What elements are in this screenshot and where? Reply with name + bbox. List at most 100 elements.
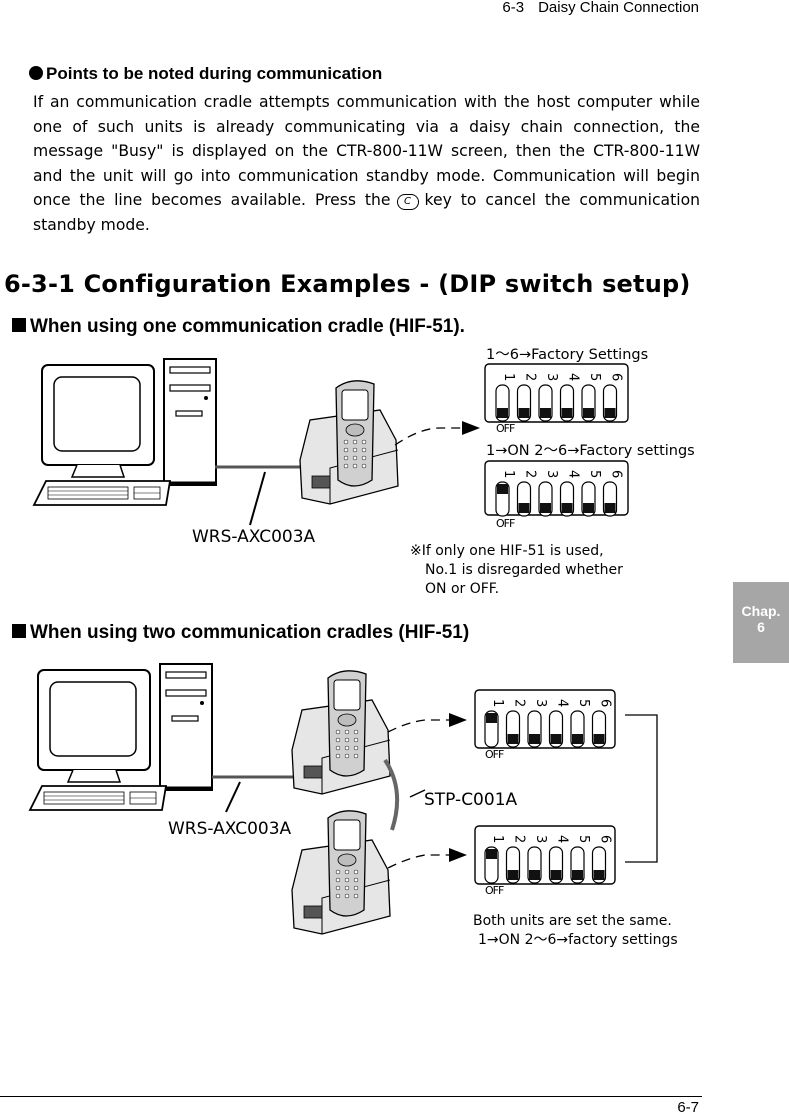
dip-switch-lever [486,849,497,859]
dip-switch-number: 4 [555,835,570,843]
fig1-cradle-icon [299,380,399,505]
fig1-note-line2: No.1 is disregarded whether [425,562,623,578]
dip-switch-number: 2 [512,699,527,707]
dip-switch-lever [572,870,583,880]
host-computer-icon [32,357,218,507]
dip-off-label: OFF [485,884,504,897]
dip-switch-number: 4 [566,470,581,478]
host-computer-icon [28,662,214,812]
points-heading-text: Points to be noted during communication [46,64,383,83]
fig2-link-cable-label: STP-C001A [424,790,518,810]
fig1-setting2-label: 1→ON 2～6→Factory settings [486,443,695,459]
dip-switch-lever [583,503,594,513]
dip-switch-number: 1 [490,835,505,843]
dip-off-label: OFF [485,748,504,761]
fig1-setting1-label: 1～6→Factory Settings [486,347,648,363]
points-paragraph-part2: key to cancel the communication standby … [33,191,700,234]
dip-switch-number: 4 [566,373,581,381]
dip-switch-number: 3 [544,470,559,478]
fig2-bracket [625,714,658,863]
fig1-note-line3: ON or OFF. [425,581,499,597]
dip-switch-lever [529,734,540,744]
fig1-dashed-arrow [394,427,470,446]
dip-switch-lever [497,408,508,418]
fig2-heading: When using two communication cradles (HI… [12,622,469,644]
dip-switch-number: 6 [609,373,624,381]
dip-switch-number: 5 [587,373,602,381]
chapter-tab-number: 6 [757,619,765,635]
dip-switch-number: 1 [490,699,505,707]
dip-switch-lever [583,408,594,418]
fig2-link-cable [383,758,400,831]
arrow-head-icon [449,848,467,862]
dip-switch-lever [604,503,616,513]
footer-rule [0,1096,702,1097]
fig1-cable-leader [249,471,266,526]
running-header: 6-3 Daisy Chain Connection [502,0,699,16]
fig1-heading: When using one communication cradle (HIF… [12,316,465,338]
dip-switch-number: 3 [533,835,548,843]
fig2-dashed-arrow-bottom [387,854,455,869]
dip-switch-lever [604,408,616,418]
page-number: 6-7 [677,1099,699,1116]
fig1-cable-label: WRS-AXC003A [192,527,316,547]
dip-switch-number: 3 [544,373,559,381]
c-key-icon: C [396,194,419,210]
dip-switch-lever [593,734,605,744]
dip-switch-lever [561,503,573,513]
dip-switch-number: 1 [501,470,516,478]
dip-switch-lever [561,408,573,418]
dip-switch-lever [507,870,519,880]
dip-switch-lever [550,870,562,880]
dip-switch-number: 1 [501,373,516,381]
bullet-dot-icon [29,66,43,80]
dip-switch-number: 5 [587,470,602,478]
dip-switch-number: 3 [533,699,548,707]
dip-switch-lever [572,734,583,744]
fig1-note-line1: ※If only one HIF-51 is used, [410,543,604,559]
fig2-cradle-top-icon [291,670,391,795]
fig2-note-line2: 1→ON 2～6→factory settings [478,932,678,948]
arrow-head-icon [449,713,467,727]
dip-switch-lever [550,734,562,744]
fig2-cable-label: WRS-AXC003A [168,819,292,839]
points-heading: Points to be noted during communication [29,64,382,84]
dip-switch-lever [507,734,519,744]
dip-switch-lever [540,503,551,513]
arrow-head-icon [462,421,480,435]
fig2-dashed-arrow-top [387,719,455,733]
dip-switch-lever [497,484,508,494]
dip-switch-number: 5 [576,699,591,707]
header-section-number: 6-3 [502,0,525,16]
dip-switch-number: 2 [523,373,538,381]
dip-switch-number: 6 [598,699,613,707]
fig1-heading-text: When using one communication cradle (HIF… [30,316,465,337]
fig2-heading-text: When using two communication cradles (HI… [30,622,470,643]
fig2-note-line1: Both units are set the same. [473,913,672,929]
square-bullet-icon [12,624,26,638]
points-paragraph: If an communication cradle attempts comm… [33,90,700,237]
dip-off-label: OFF [496,422,515,435]
dip-switch-lever [486,713,497,723]
dip-switch-number: 5 [576,835,591,843]
dip-switch-lever [518,408,530,418]
chapter-tab: Chap. 6 [733,582,789,663]
dip-off-label: OFF [496,517,515,530]
section-title: 6-3-1 Configuration Examples - (DIP swit… [4,270,691,298]
fig2-cable-leader [225,781,241,813]
dip-switch-number: 4 [555,699,570,707]
dip-switch-number: 6 [609,470,624,478]
dip-switch-number: 2 [512,835,527,843]
header-section-title: Daisy Chain Connection [538,0,699,16]
fig2-link-leader [409,789,426,798]
